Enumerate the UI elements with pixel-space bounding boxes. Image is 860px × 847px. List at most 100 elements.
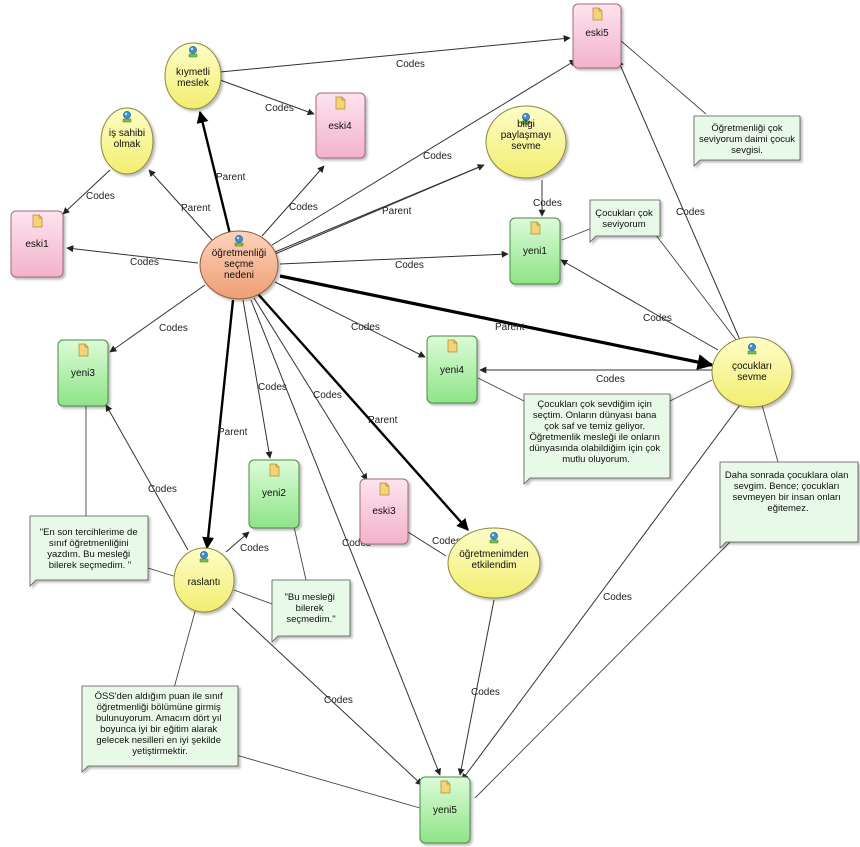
label-parent: Parent — [181, 203, 211, 214]
memo-yeni5[interactable]: ÖSS'den aldığım puan ile sınıf öğretmenl… — [81, 685, 239, 773]
label-codes: Codes — [423, 151, 452, 162]
document-icon — [32, 214, 43, 228]
document-icon — [78, 343, 89, 357]
code-icon — [234, 234, 244, 247]
svg-text:eski1: eski1 — [25, 239, 49, 250]
document-icon — [530, 221, 541, 235]
label-codes: Codes — [148, 484, 177, 495]
label-codes: Codes — [533, 198, 562, 209]
svg-text:"Bu mesleği bilerek: "Bu mesleği bilerek seçmedim." — [284, 592, 337, 625]
node-raslanti[interactable]: raslantı — [173, 547, 235, 613]
code-icon — [199, 550, 209, 563]
edge-ogretmenlik-yeni1 — [279, 250, 509, 265]
doc-eski3[interactable]: eski3 — [359, 478, 409, 545]
document-icon — [592, 7, 603, 21]
doc-yeni2[interactable]: yeni2 — [248, 459, 300, 529]
label-codes: Codes — [676, 207, 705, 218]
label-codes: Codes — [351, 322, 380, 333]
document-icon — [447, 339, 458, 353]
memo-yeni4[interactable]: Çocukları çok sevdiğim için seçtim. Onla… — [523, 393, 671, 485]
code-icon — [188, 45, 198, 58]
label-codes: Codes — [432, 536, 461, 547]
edge-ogretmenlik-eski5 — [271, 59, 577, 246]
memo-link-right — [761, 404, 779, 463]
edge-parent-issahibi — [148, 169, 213, 241]
memo-link-yeni5-b — [235, 754, 421, 809]
document-icon — [269, 463, 280, 477]
memo-yeni2[interactable]: "Bu mesleği bilerek seçmedim." — [271, 579, 351, 643]
svg-text:eski4: eski4 — [328, 121, 352, 132]
memo-link-yeni5 — [173, 607, 197, 689]
code-icon — [122, 110, 132, 123]
edge-labels: Codes Codes Codes Codes Codes Codes Code… — [86, 59, 705, 706]
memo-link-eski5 — [619, 39, 707, 115]
edge-kiymetli-eski4 — [219, 79, 315, 116]
label-codes: Codes — [603, 592, 632, 603]
edge-ogretmenlik-eski4 — [261, 165, 325, 237]
edge-parent-bilgi — [274, 164, 485, 255]
label-parent: Parent — [368, 415, 398, 426]
edge-ogretmenlik-yeni3 — [109, 284, 206, 353]
label-codes: Codes — [258, 382, 287, 393]
edges — [62, 35, 779, 809]
edge-raslanti-yeni3 — [105, 404, 189, 551]
svg-text:yeni4: yeni4 — [440, 365, 464, 376]
label-codes: Codes — [313, 390, 342, 401]
edge-kiymetli-eski5 — [219, 35, 571, 73]
doc-yeni4[interactable]: yeni4 — [426, 335, 478, 404]
memo-link-right-b — [474, 539, 733, 799]
memo-yeni3[interactable]: "En son tercihlerime de sınıf öğretmenli… — [29, 515, 149, 587]
label-codes: Codes — [289, 202, 318, 213]
doc-eski5[interactable]: eski5 — [572, 3, 622, 69]
label-codes: Codes — [130, 257, 159, 268]
document-icon — [440, 780, 451, 794]
edge-raslanti-yeni2 — [225, 531, 250, 553]
edge-issahibi-eski1 — [62, 169, 111, 215]
svg-text:eski5: eski5 — [585, 28, 609, 39]
label-codes: Codes — [471, 687, 500, 698]
svg-text:Çocukları çok sevdiğim için: Çocukları çok sevdiğim için seçtim. Onla… — [529, 399, 663, 465]
doc-eski4[interactable]: eski4 — [315, 92, 366, 159]
code-icon — [747, 342, 757, 355]
label-parent: Parent — [216, 172, 246, 183]
edge-cocuklari-yeni1 — [560, 259, 719, 351]
edge-parent-cocuklari — [279, 274, 714, 370]
memo-right[interactable]: Daha sonrada çocuklara olan sevgim. Benc… — [719, 461, 859, 549]
label-codes: Codes — [643, 313, 672, 324]
label-codes: Codes — [159, 323, 188, 334]
doc-yeni3[interactable]: yeni3 — [57, 339, 109, 407]
edge-ogretmenlik-eski3 — [253, 297, 368, 481]
svg-text:raslantı: raslantı — [188, 577, 221, 588]
memo-link-yeni4-b — [667, 379, 713, 403]
memo-link-yeni1-b — [651, 229, 741, 346]
doc-yeni1[interactable]: yeni1 — [509, 217, 561, 285]
memo-link-yeni4 — [477, 377, 527, 403]
svg-text:ÖSS'den aldığım puan ile sınıf: ÖSS'den aldığım puan ile sınıf öğretmenl… — [95, 691, 226, 757]
label-parent: Parent — [218, 427, 248, 438]
label-codes: Codes — [395, 260, 424, 271]
svg-text:yeni1: yeni1 — [523, 246, 547, 257]
edge-parent-kiymetli — [196, 110, 232, 235]
doc-eski1[interactable]: eski1 — [10, 210, 64, 278]
document-nodes: eski5 eski4 eski1 eski3 yeni1 yeni3 — [10, 3, 622, 844]
svg-text:yeni3: yeni3 — [71, 368, 95, 379]
label-codes: Codes — [240, 543, 269, 554]
doc-yeni5[interactable]: yeni5 — [419, 776, 471, 844]
svg-text:"En son tercihlerime de: "En son tercihlerime de sınıf öğretmenli… — [40, 527, 141, 571]
label-parent: Parent — [495, 322, 525, 333]
edge-parent-ogretmenimden — [257, 293, 469, 531]
label-codes: Codes — [596, 374, 625, 385]
